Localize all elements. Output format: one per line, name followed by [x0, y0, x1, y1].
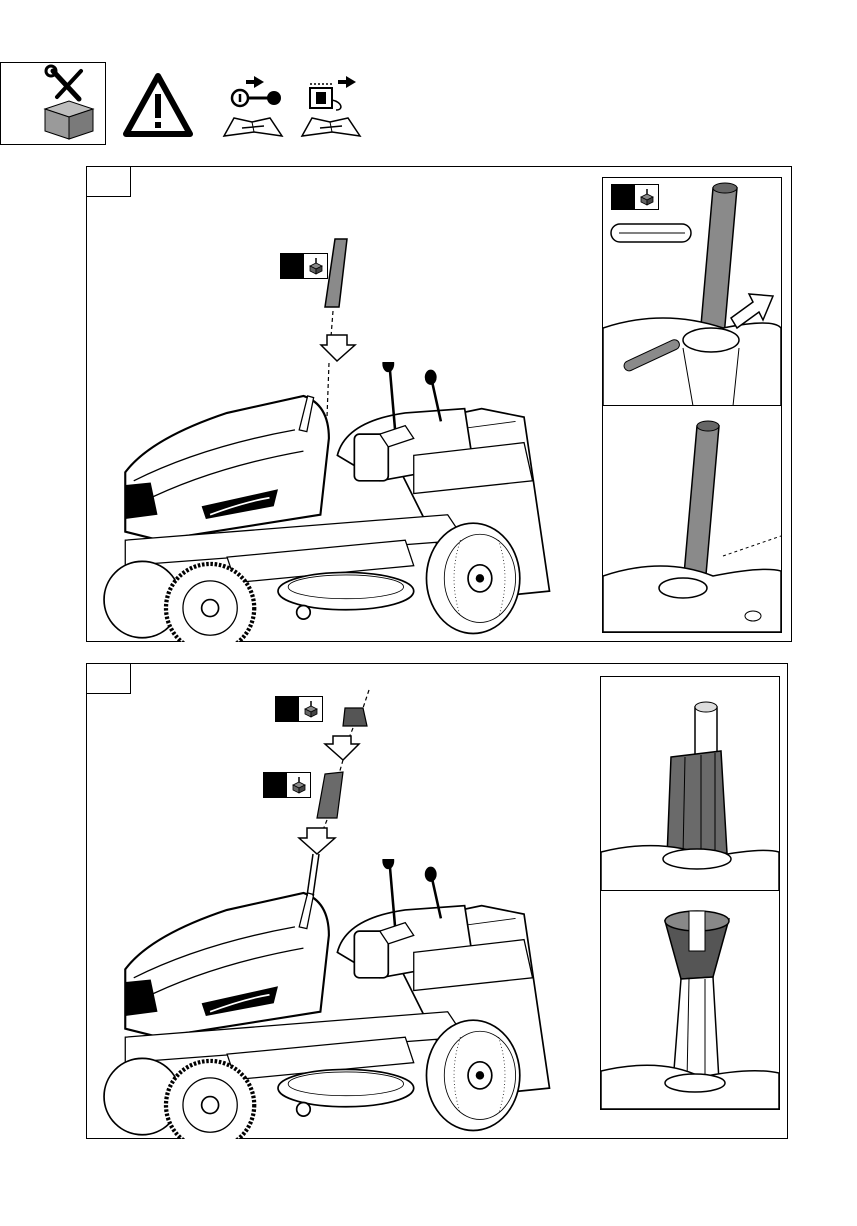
key-remove-manual-icon	[220, 70, 286, 140]
step-2-number	[87, 664, 131, 694]
detail-cap-installed	[600, 890, 780, 1110]
steering-column-extension	[319, 237, 359, 437]
step-1-panel	[86, 166, 792, 642]
cap-and-cover-parts	[293, 688, 393, 898]
header-symbols	[0, 62, 380, 146]
detail-cover-installed	[600, 676, 780, 892]
step-2-panel	[86, 663, 788, 1139]
detail-pin-installed	[602, 405, 782, 633]
steering-column-cover	[317, 772, 343, 818]
column-pin-detail	[603, 178, 781, 406]
warning-icon	[122, 72, 194, 138]
step-1-number	[87, 167, 131, 197]
tools-box-icon	[0, 62, 106, 145]
steering-column-cap	[343, 708, 367, 726]
mower-illustration	[87, 859, 592, 1139]
battery-disconnect-manual-icon	[298, 70, 364, 140]
detail-insert-pin	[602, 177, 782, 407]
